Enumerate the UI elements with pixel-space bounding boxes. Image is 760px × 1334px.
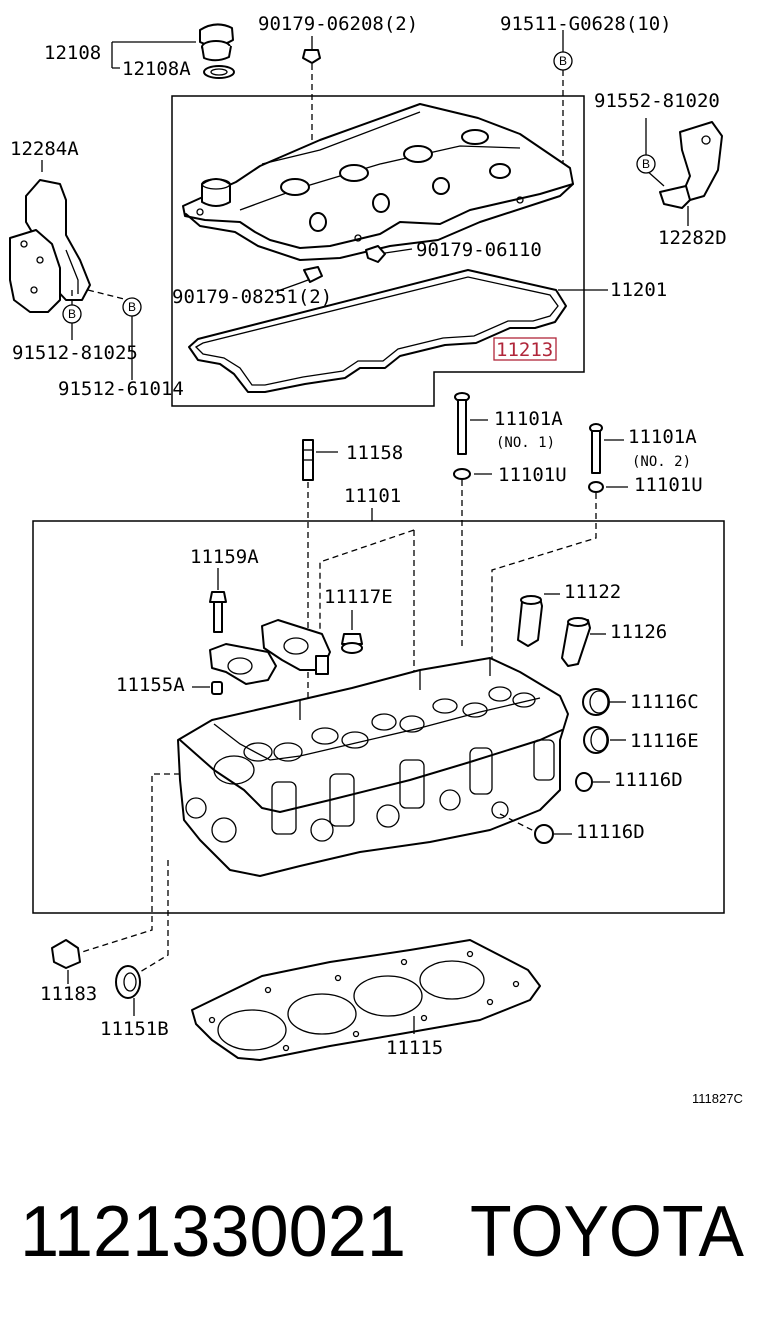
expansion-plug-11116C [582,688,610,716]
label-12284A: 12284A [10,138,79,160]
label-12108A: 12108A [122,58,191,80]
label-11101U-2: 11101U [634,474,703,496]
plug-11183 [51,939,81,969]
svg-text:B: B [128,300,136,314]
label-11101: 11101 [344,485,401,507]
label-91512-61014: 91512-61014 [58,378,184,400]
valve-guide-11126 [561,617,591,667]
clip-90179-06110 [365,245,386,263]
cylinder-head [177,657,569,877]
pin-11155A [211,681,223,695]
label-11116D-lower: 11116D [576,821,645,843]
leader-12108 [111,41,196,69]
bolt-marker-91512-81025: B [62,304,82,324]
expansion-plug-11116D-upper [575,772,593,792]
label-11158: 11158 [346,442,403,464]
bolt-11101A-no2 [588,423,604,493]
bolt-marker-91512-61014: B [122,297,142,317]
label-11101A-no1-note: (NO. 1) [496,435,555,451]
footer-part-number: 1121330021 [20,1192,406,1272]
oil-seal-11151B [115,965,141,999]
label-11122: 11122 [564,581,621,603]
label-11116D-upper: 11116D [614,769,683,791]
bolt-90179-06208 [302,36,321,64]
label-11115: 11115 [386,1037,443,1059]
label-11101A-no2: 11101A [628,426,697,448]
label-11159A: 11159A [190,546,259,568]
diagram-code: 111827C [692,1091,743,1106]
label-91511-G0628: 91511-G0628(10) [500,13,672,35]
label-11101U-1: 11101U [498,464,567,486]
bolt-11159A [209,591,227,633]
bolt-11101A-no1 [453,392,471,480]
oil-filler-cap [199,23,235,79]
clip-90179-08251 [303,266,323,283]
expansion-plug-11116D-lower [534,824,554,844]
svg-text:B: B [559,54,567,68]
label-11126: 11126 [610,621,667,643]
footer-brand: TOYOTA [470,1192,744,1272]
valve-guide-11122 [517,595,543,647]
label-91512-81025: 91512-81025 [12,342,138,364]
label-11183: 11183 [40,983,97,1005]
label-11201: 11201 [610,279,667,301]
label-11155A: 11155A [116,674,185,696]
cylinder-head-gasket [191,939,541,1061]
stud-11158 [302,439,314,481]
label-11116E: 11116E [630,730,699,752]
label-11101A-no2-note: (NO. 2) [632,454,691,470]
valve-cover [182,103,574,261]
label-11213: 11213 [496,339,553,361]
label-11117E: 11117E [324,586,393,608]
cylinder-head-group-box [32,520,725,914]
label-11101A-no1: 11101A [494,408,563,430]
valve-cover-gasket [188,269,567,393]
label-91552-81020: 91552-81020 [594,90,720,112]
engine-hanger-bracket [9,179,91,313]
label-11116C: 11116C [630,691,699,713]
bolt-marker-91511: B [553,51,573,71]
label-90179-06208: 90179-06208(2) [258,13,418,35]
bolt-marker-91552: B [636,154,656,174]
engine-hanger-bracket-rear [659,121,723,209]
plug-11117E [341,633,363,654]
label-90179-06110: 90179-06110 [416,239,542,261]
label-90179-08251: 90179-08251(2) [172,286,332,308]
label-12108: 12108 [44,42,101,64]
valve-cover-group-box [171,95,585,407]
svg-text:B: B [642,157,650,171]
svg-text:B: B [68,307,76,321]
expansion-plug-11116E [583,726,609,754]
camshaft-housing-pieces [209,619,331,685]
highlight-box-11213 [493,337,557,361]
label-12282D: 12282D [658,227,727,249]
label-11151B: 11151B [100,1018,169,1040]
